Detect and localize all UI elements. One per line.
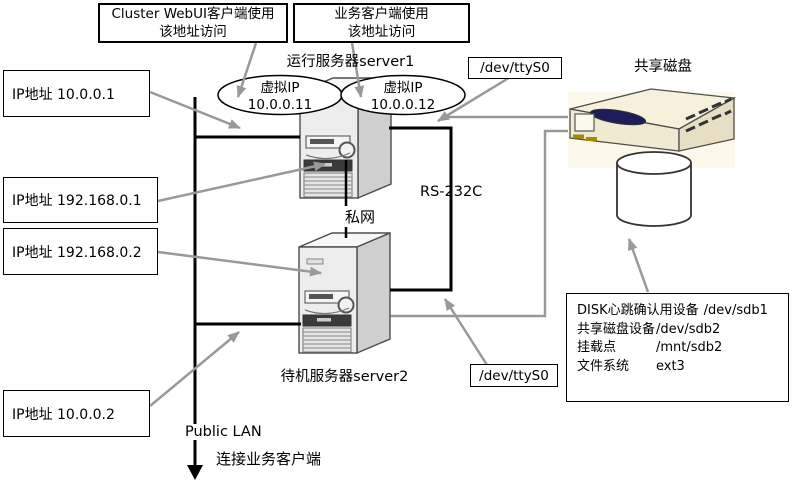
disk-info-device-label: 共享磁盘设备 <box>577 321 656 337</box>
server2-tower-icon <box>298 231 391 355</box>
ip-box-2: IP地址 192.168.0.1 <box>3 177 158 223</box>
callout-cluster-webui-line1: Cluster WebUI客户端使用 <box>111 6 275 22</box>
server1-label: 运行服务器server1 <box>286 54 415 70</box>
disk-to-server2-line <box>390 129 568 318</box>
virtual-ip1-address: 10.0.0.11 <box>247 97 313 113</box>
callout-business-client: 业务客户端使用 该地址访问 <box>293 3 470 43</box>
rs232c-line <box>389 126 453 292</box>
disk-top-port-icon <box>589 108 647 126</box>
server2-label: 待机服务器server2 <box>280 369 409 385</box>
tty-top-box: /dev/ttyS0 <box>468 57 562 79</box>
ip4-pointer-arrow <box>149 331 240 407</box>
shared-disk-unit-icon <box>569 88 737 152</box>
virtual-ip2-address: 10.0.0.12 <box>370 97 436 113</box>
virtual-ip1-title: 虚拟IP <box>260 80 300 96</box>
ip2-pointer-arrow <box>157 161 326 203</box>
shared-disk-label: 共享磁盘 <box>634 59 692 75</box>
disk-info-heartbeat-value: /dev/sdb1 <box>703 303 768 318</box>
disk-info-filesystem-label: 文件系统 <box>577 358 630 374</box>
rs232c-label: RS-232C <box>420 184 483 200</box>
ip-box-4: IP地址 10.0.0.2 <box>3 390 150 437</box>
callout-cluster-webui-line2: 该地址访问 <box>159 24 227 40</box>
disk-info-row-heartbeat: DISK心跳确认用设备 /dev/sdb1 <box>577 302 782 321</box>
disk-info-mountpoint-value: /mnt/sdb2 <box>656 340 723 355</box>
ip1-pointer-arrow <box>149 90 241 130</box>
disk-info-filesystem-value: ext3 <box>656 358 685 374</box>
tty-top-pointer-arrow <box>437 74 513 123</box>
disk-info-heartbeat-label: DISK心跳确认用设备 <box>577 303 699 318</box>
business-client-pointer-arrow <box>350 42 365 98</box>
callout-cluster-webui: Cluster WebUI客户端使用 该地址访问 <box>98 3 288 43</box>
disk-side-vents-icon <box>685 97 732 133</box>
disk-info-row-mountpoint: 挂载点 /mnt/sdb2 <box>577 339 782 358</box>
tty-bottom-pointer-arrow <box>443 298 489 366</box>
connect-clients-label: 连接业务客户端 <box>216 450 322 468</box>
disk-info-mountpoint-label: 挂载点 <box>577 340 617 355</box>
virtual-ip2-ellipse <box>340 74 466 116</box>
disk-info-pointer-arrow <box>627 238 650 293</box>
disk-info-row-device: 共享磁盘设备 /dev/sdb2 <box>577 321 782 340</box>
private-network-label: 私网 <box>344 206 377 227</box>
callout-business-client-line2: 该地址访问 <box>347 24 416 40</box>
disk-info-device-value: /dev/sdb2 <box>656 321 721 337</box>
callout-business-client-line1: 业务客户端使用 <box>334 6 429 22</box>
ip-box-1: IP地址 10.0.0.1 <box>3 70 150 117</box>
virtual-ip2-title: 虚拟IP <box>383 80 423 96</box>
disk-volume-cylinder-icon <box>616 151 692 227</box>
tty-bottom-box: /dev/ttyS0 <box>470 364 558 387</box>
ip-box-3: IP地址 192.168.0.2 <box>3 228 158 275</box>
public-lan-arrowhead <box>187 465 203 480</box>
cluster-webui-pointer-arrow <box>236 42 258 98</box>
public-lan-label: Public LAN <box>183 424 264 440</box>
disk-info-box: DISK心跳确认用设备 /dev/sdb1 共享磁盘设备 /dev/sdb2 挂… <box>566 293 789 402</box>
ip3-pointer-arrow <box>157 250 322 277</box>
disk-info-row-filesystem: 文件系统 ext3 <box>577 358 782 377</box>
